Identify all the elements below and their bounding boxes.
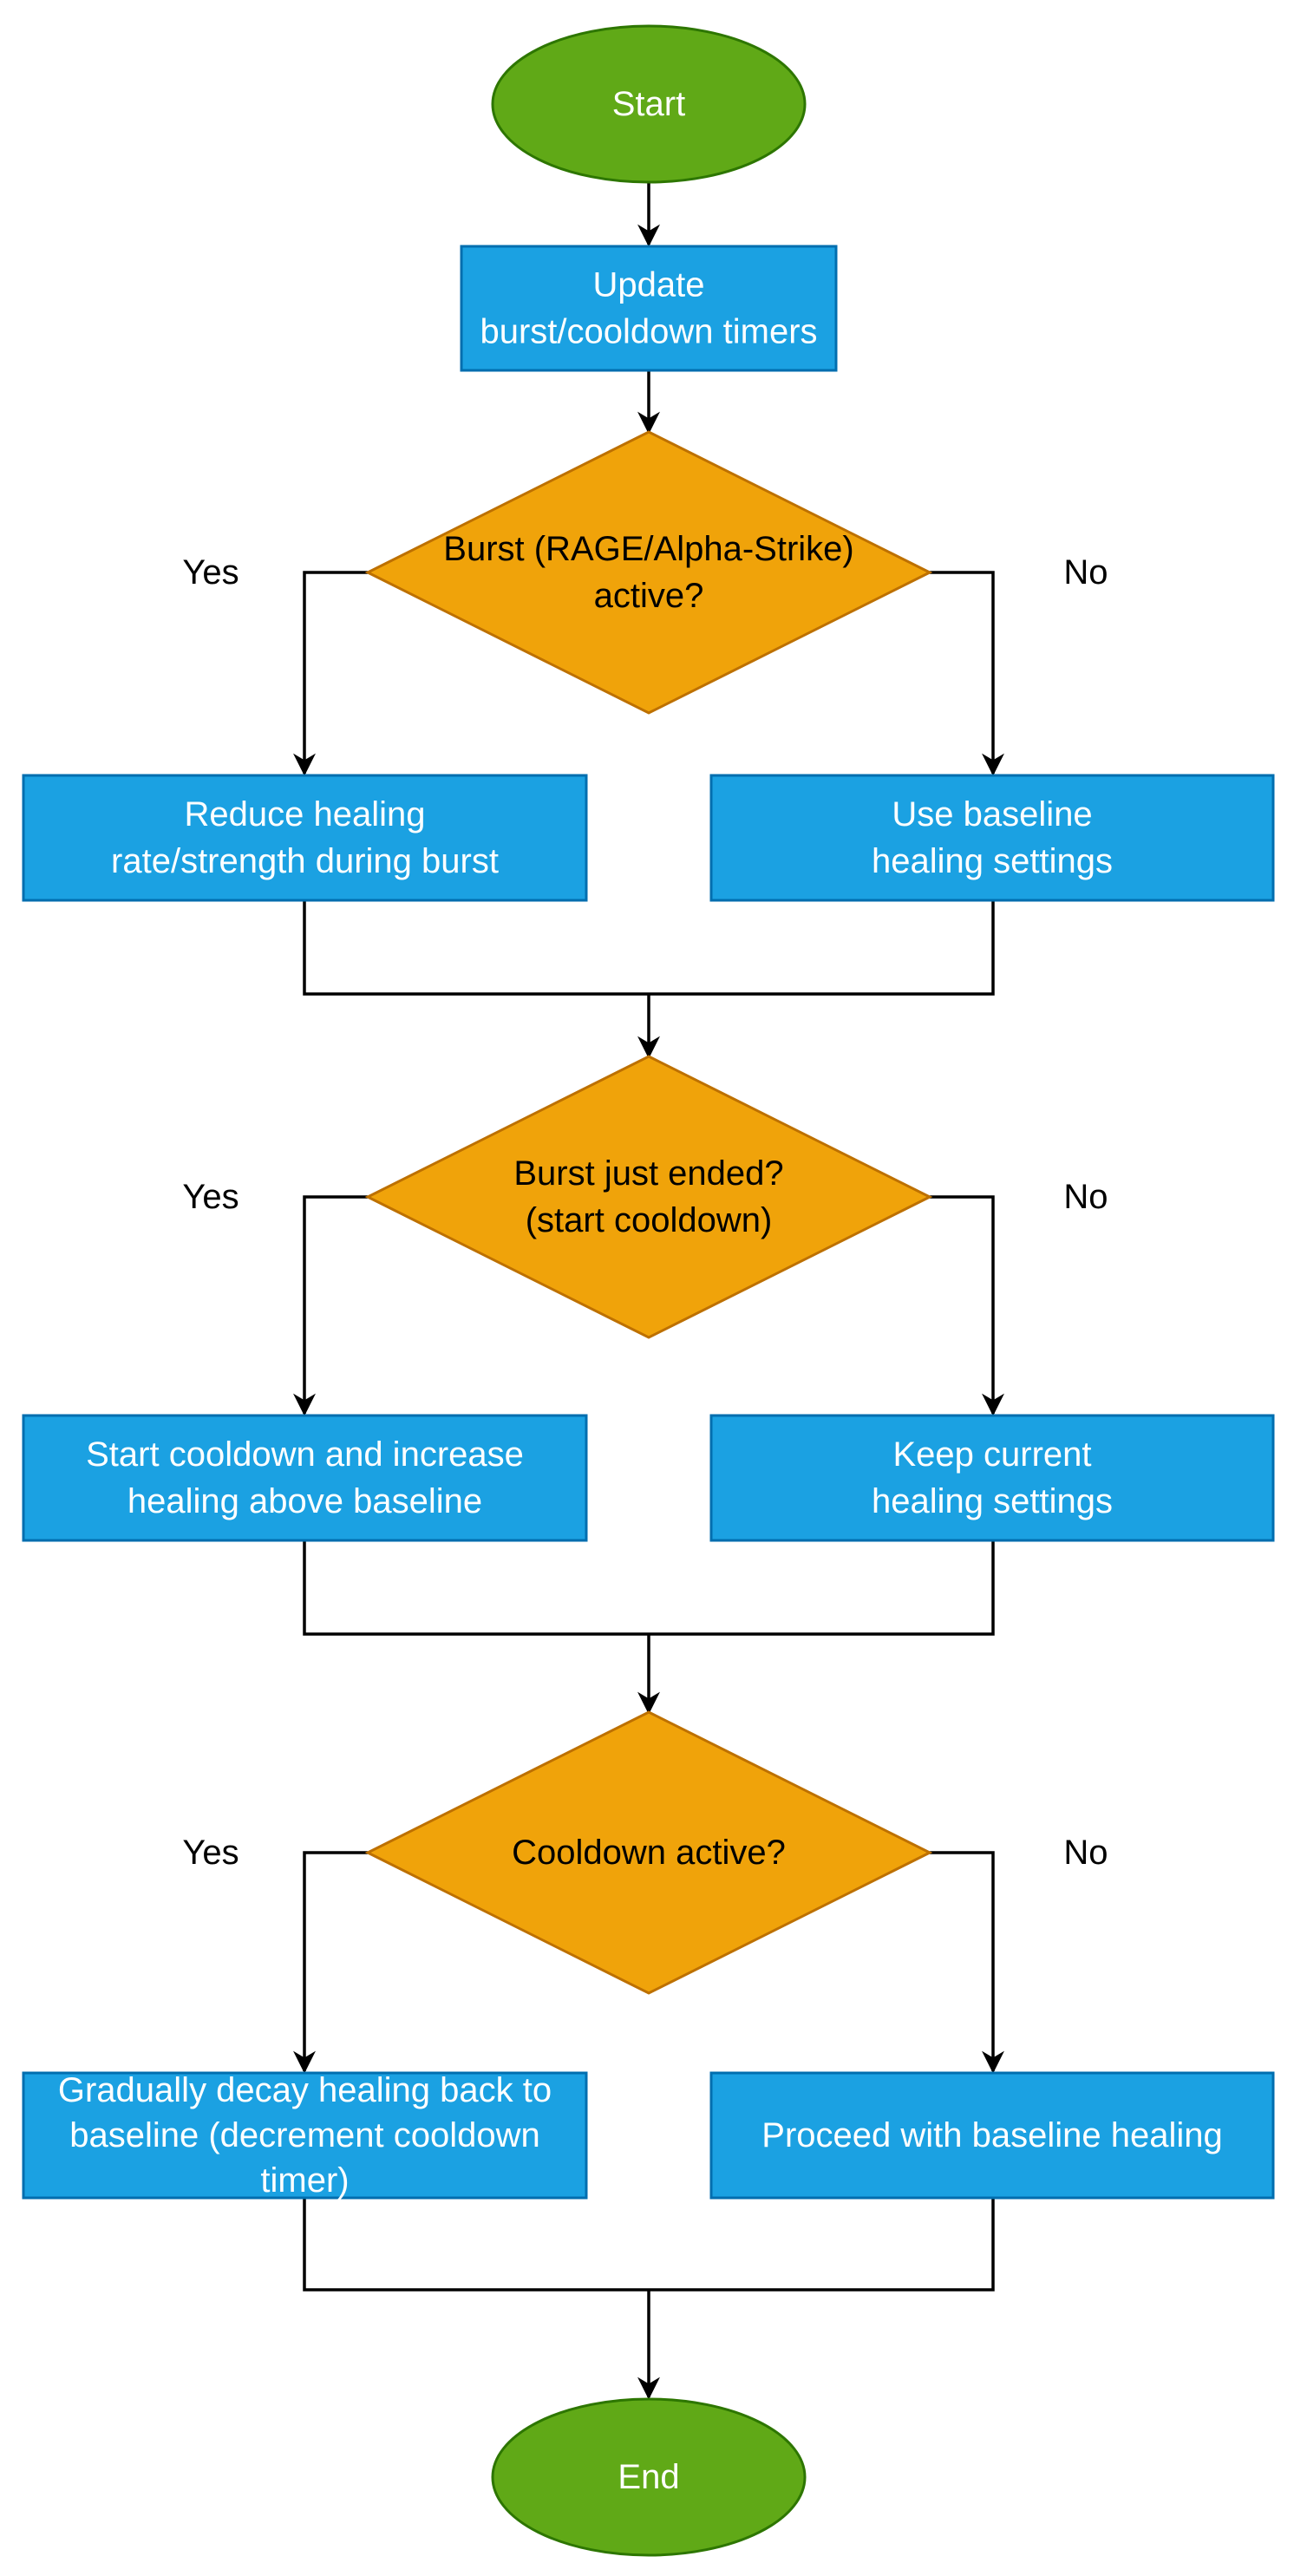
decision-diamond (364, 430, 933, 715)
node-label-line: active? (594, 577, 704, 615)
edge-merge-1-left (303, 900, 649, 996)
branch-label-d2-yes: Yes (182, 1178, 239, 1216)
node-label-line: Gradually decay healing back to (58, 2071, 552, 2109)
node-label-line: Start cooldown and increase (86, 1435, 524, 1474)
node-start-cooldown: Start cooldown and increase healing above… (22, 1414, 588, 1542)
node-decision-cooldown: Cooldown active? (364, 1710, 933, 1995)
edge-d1-yes (293, 571, 368, 776)
node-proceed-baseline: Proceed with baseline healing (709, 2071, 1275, 2200)
node-label-line: timer) (260, 2161, 349, 2200)
process-box (709, 774, 1275, 902)
node-label-line: healing above baseline (127, 1482, 482, 1520)
terminal-shape (491, 24, 807, 184)
decision-diamond (364, 1710, 933, 1995)
node-label-line: healing settings (872, 1482, 1113, 1520)
edge-merge-3-left (303, 2198, 649, 2292)
node-decay-healing: Gradually decay healing back to baseline … (22, 2071, 588, 2200)
node-label-line: healing settings (872, 842, 1113, 880)
process-box (460, 245, 838, 372)
node-label-line: Keep current (892, 1435, 1091, 1474)
node-label-line: Proceed with baseline healing (761, 2116, 1222, 2154)
edge-d2-no (930, 1195, 1004, 1416)
node-decision-burst-ended: Burst just ended? (start cooldown) (364, 1055, 933, 1339)
process-box (709, 1414, 1275, 1542)
node-label-line: burst/cooldown timers (480, 313, 817, 351)
node-reduce-healing: Reduce healing rate/strength during burst (22, 774, 588, 902)
node-keep-healing: Keep current healing settings (709, 1414, 1275, 1542)
edge-merge-1-right (649, 900, 995, 996)
branch-label-d2-no: No (1063, 1178, 1108, 1216)
node-label-line: Reduce healing (185, 795, 426, 834)
node-decision-burst: Burst (RAGE/Alpha-Strike) active? (364, 430, 933, 715)
node-label-line: Burst just ended? (513, 1154, 783, 1193)
branch-label-d1-yes: Yes (182, 553, 239, 592)
branch-label-d3-yes: Yes (182, 1834, 239, 1872)
node-label-line: Start (612, 85, 685, 123)
decision-diamond (364, 1055, 933, 1339)
process-box (22, 774, 588, 902)
edge-d3-yes (293, 1851, 368, 2074)
terminal-shape (491, 2397, 807, 2557)
node-label-line: rate/strength during burst (111, 842, 499, 880)
node-update-timers: Update burst/cooldown timers (460, 245, 838, 372)
edge-d3-no (930, 1851, 1004, 2074)
process-box (709, 2071, 1275, 2200)
node-label-line: Update (593, 266, 705, 304)
node-baseline-healing: Use baseline healing settings (709, 774, 1275, 902)
branch-label-d1-no: No (1063, 553, 1108, 592)
node-label-line: Use baseline (892, 795, 1092, 834)
process-box (22, 1414, 588, 1542)
node-label-line: Burst (RAGE/Alpha-Strike) (443, 530, 853, 568)
branch-label-d3-no: No (1063, 1834, 1108, 1872)
edge-merge-3-right (649, 2198, 995, 2292)
node-start: Start (491, 24, 807, 184)
process-box (22, 2071, 588, 2200)
node-label-line: Cooldown active? (512, 1834, 786, 1872)
node-label-line: End (618, 2458, 679, 2496)
node-end: End (491, 2397, 807, 2557)
edge-merge-2-left (303, 1540, 649, 1636)
node-label-line: (start cooldown) (526, 1201, 773, 1239)
edge-d2-yes (293, 1195, 368, 1416)
node-label-line: baseline (decrement cooldown (69, 2116, 540, 2154)
edge-merge-2-right (649, 1540, 995, 1636)
edge-d1-no (930, 571, 1004, 776)
